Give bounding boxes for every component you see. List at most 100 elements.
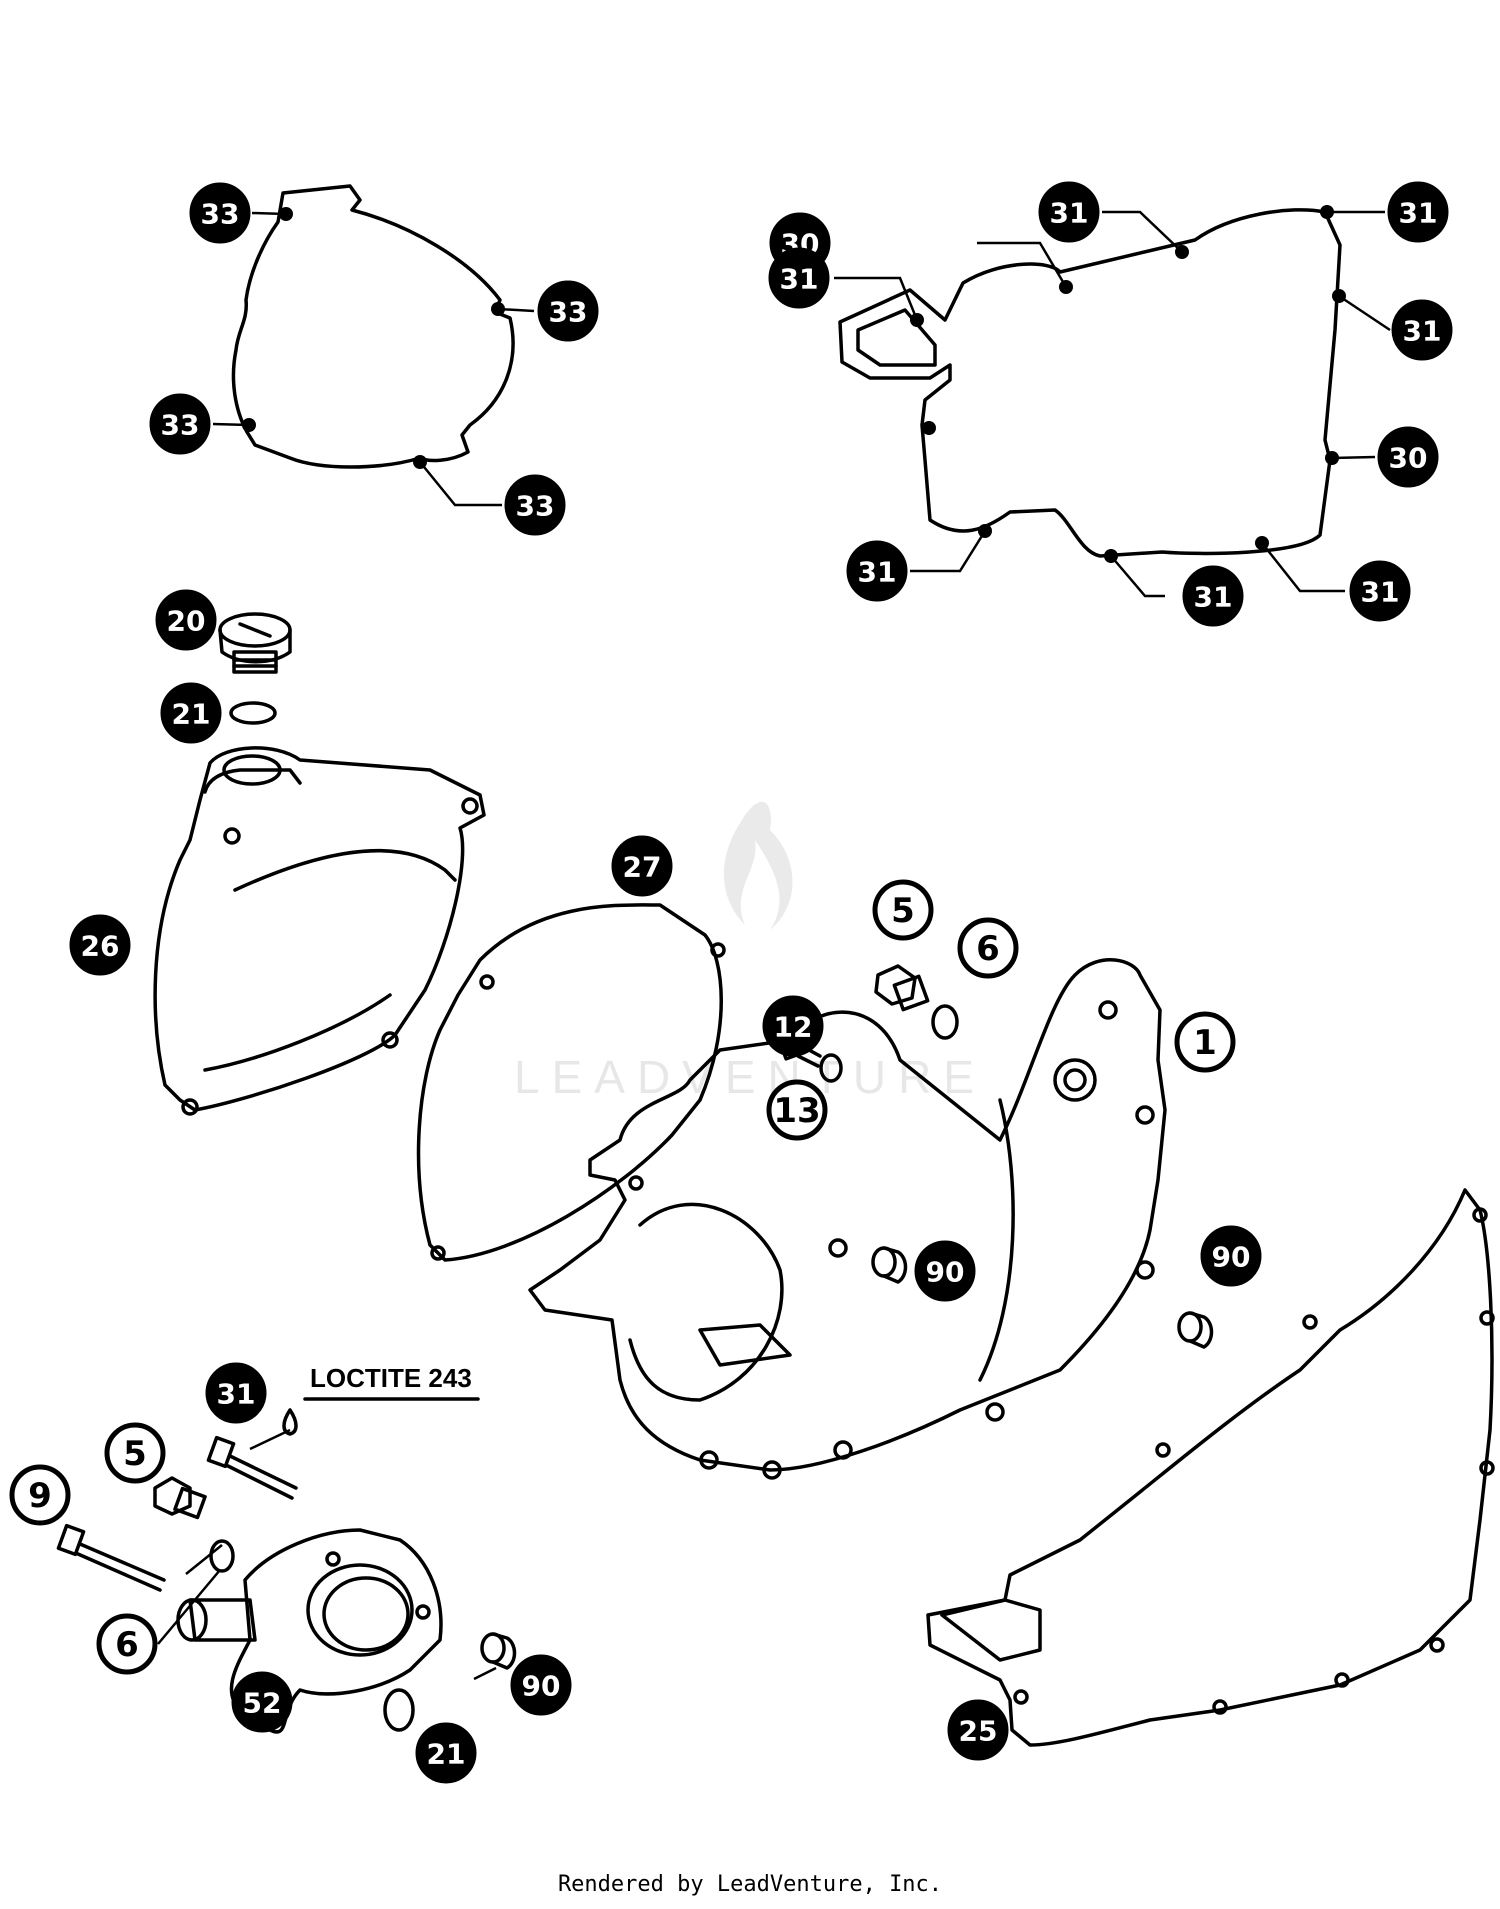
callout-circle: [537, 280, 599, 342]
callout-13: 13: [766, 1079, 828, 1141]
callout-circle: [231, 1671, 293, 1733]
callout-31: 31: [205, 1362, 267, 1424]
clutch-cover-26: [153, 746, 486, 1116]
bolt-9: [56, 1523, 166, 1592]
callout-circle: [1182, 565, 1244, 627]
o-ring-21-top: [229, 701, 277, 725]
callout-circle: [846, 540, 908, 602]
callout-circle: [872, 879, 934, 941]
callout-circle: [914, 1240, 976, 1302]
callout-label: 13: [773, 1091, 820, 1131]
callout-circle: [104, 1422, 166, 1484]
callout-20: 20: [155, 589, 217, 651]
callout-label: 33: [201, 198, 240, 231]
callout-circle: [69, 914, 131, 976]
drain-plug-5-bottom: [153, 1476, 207, 1520]
callout-circle: [611, 835, 673, 897]
callout-label: 26: [81, 930, 120, 963]
flame-logo-icon: [723, 801, 793, 930]
callout-label: 31: [1194, 581, 1233, 614]
callout-label: 25: [959, 1715, 998, 1748]
callout-circle: [415, 1722, 477, 1784]
callout-25: 25: [947, 1699, 1009, 1761]
callout-circle: [1174, 1011, 1236, 1073]
callout-circle: [762, 995, 824, 1057]
callout-circle: [1391, 299, 1453, 361]
callout-1: 1: [1174, 1011, 1236, 1073]
seal-ring-6-top: [931, 1004, 959, 1040]
callout-circle: [205, 1362, 267, 1424]
callout-33: 33: [149, 393, 211, 455]
callout-label: 90: [926, 1256, 965, 1289]
callout-circle: [155, 589, 217, 651]
callout-circle: [766, 1079, 828, 1141]
callout-circle: [160, 682, 222, 744]
callout-label: 31: [217, 1378, 256, 1411]
leader-lines: [157, 210, 1391, 1681]
callout-31: 31: [846, 540, 908, 602]
footer-credit: Rendered by LeadVenture, Inc.: [557, 1872, 943, 1897]
gasket-33: [231, 184, 515, 469]
callout-circle: [1349, 560, 1411, 622]
seal-ring-6-bottom: [209, 1539, 235, 1573]
gasket-31: [838, 205, 1346, 563]
clutch-cover-gasket-27: [416, 903, 726, 1262]
callout-label: 31: [1050, 197, 1089, 230]
callout-label: 31: [858, 556, 897, 589]
callout-circle: [1377, 426, 1439, 488]
callout-90: 90: [1200, 1225, 1262, 1287]
callout-label: 33: [161, 409, 200, 442]
callout-circle: [9, 1464, 71, 1526]
watermark-text: LEADVENTURE: [514, 1051, 986, 1103]
callout-90: 90: [914, 1240, 976, 1302]
callout-label: 33: [516, 490, 555, 523]
callout-label: 1: [1193, 1023, 1217, 1063]
callout-33: 33: [189, 182, 251, 244]
drain-plug-5-top: [874, 964, 930, 1012]
callout-6: 6: [957, 917, 1019, 979]
callout-circle: [1387, 181, 1449, 243]
callout-33: 33: [504, 474, 566, 536]
callout-5: 5: [872, 879, 934, 941]
callout-21: 21: [160, 682, 222, 744]
callout-label: 20: [167, 605, 206, 638]
callout-31: 31: [1038, 181, 1100, 243]
callout-label: 27: [623, 851, 662, 884]
dowel-90-c: [480, 1632, 517, 1670]
callout-label: 31: [1361, 576, 1400, 609]
callout-label: 31: [780, 263, 819, 296]
water-pump-cover-52: [176, 1528, 443, 1734]
callout-90: 90: [510, 1654, 572, 1716]
callout-label: 21: [427, 1738, 466, 1771]
bolt-31: [206, 1435, 298, 1500]
leadventure-watermark: LEADVENTURE: [514, 801, 986, 1103]
loctite-note: LOCTITE 243: [310, 1363, 472, 1393]
ignition-cover-gasket-25: [926, 1188, 1495, 1747]
ignition-cover-1: [528, 958, 1167, 1480]
callout-label: 90: [1212, 1241, 1251, 1274]
callout-52: 52: [231, 1671, 293, 1733]
loctite-drop-icon: [282, 1408, 298, 1436]
callout-circle: [149, 393, 211, 455]
callout-31: 31: [1387, 181, 1449, 243]
callout-label: 5: [891, 891, 915, 931]
callout-label: 31: [1399, 197, 1438, 230]
callout-12: 12: [762, 995, 824, 1057]
callout-9: 9: [9, 1464, 71, 1526]
callout-21: 21: [415, 1722, 477, 1784]
callout-6: 6: [96, 1613, 158, 1675]
callout-label: 9: [28, 1476, 52, 1516]
dowel-90-b: [1177, 1311, 1214, 1349]
callout-30: 30: [1377, 426, 1439, 488]
callout-label: 6: [976, 929, 1000, 969]
callout-circle: [1200, 1225, 1262, 1287]
callout-31: 31: [1349, 560, 1411, 622]
callout-label: 6: [115, 1625, 139, 1665]
callout-label: 5: [123, 1434, 147, 1474]
callout-circle: [947, 1699, 1009, 1761]
callout-31: 31: [1182, 565, 1244, 627]
callout-circle: [768, 247, 830, 309]
callout-27: 27: [611, 835, 673, 897]
